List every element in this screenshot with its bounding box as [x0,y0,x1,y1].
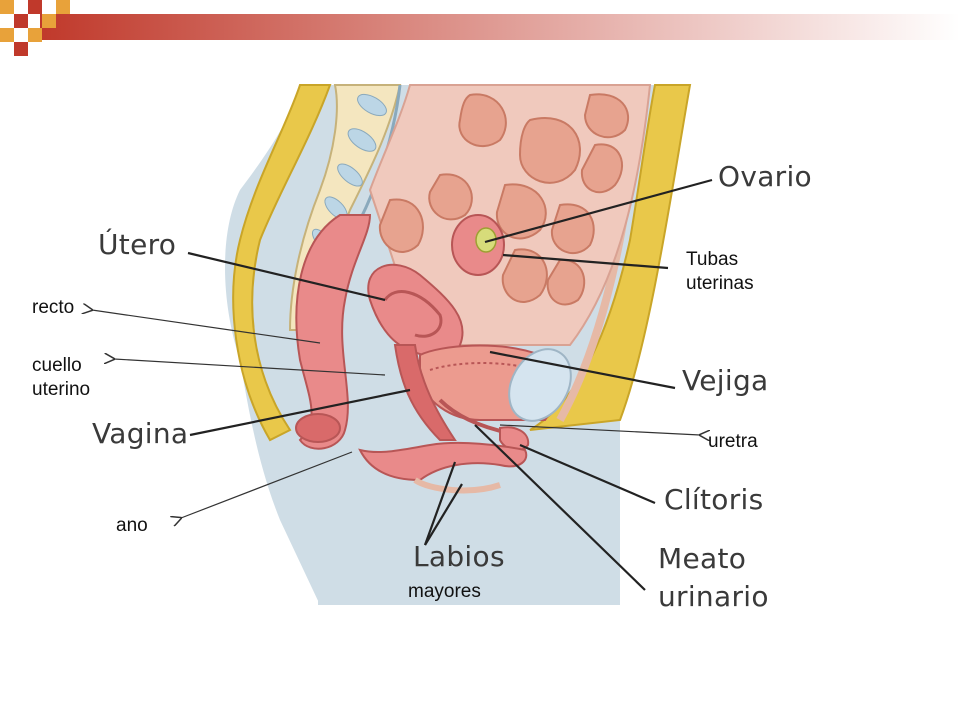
label-vagina: Vagina [92,417,189,450]
leader-utero [187,251,386,302]
label-cuello-uterino: cuello uterino [32,354,90,402]
arrow-ano [181,451,353,518]
label-ano: ano [116,515,148,536]
label-meato-line2: urinario [658,580,769,613]
arrow-recto [92,310,321,344]
uterus [367,263,464,358]
leader-labios-1 [423,461,457,546]
arrow-uretra [499,424,700,435]
label-uretra: uretra [708,431,758,452]
rectum [295,214,372,450]
arrow-cuello [114,359,386,376]
label-recto: recto [32,297,75,318]
label-meato: Meato urinario [658,540,769,616]
vagina [393,344,457,441]
label-tubas-line2: uterinas [686,273,754,294]
label-mayores: mayores [408,581,481,602]
pubic-bone [508,348,572,422]
leader-vagina [189,388,411,437]
label-labios: Labios [413,540,505,573]
label-tubas-uterinas: Tubas uterinas [686,248,754,296]
label-utero: Útero [98,228,177,261]
intestine-loop [458,93,507,147]
label-clitoris: Clítoris [664,483,764,516]
label-meato-line1: Meato [658,542,747,575]
leader-tubas [502,253,669,270]
leader-labios-2 [424,483,463,546]
label-cuello-line2: uterino [32,379,91,400]
leader-vejiga [489,350,676,390]
header-gradient-bar [40,14,960,40]
leader-clitoris [519,443,656,505]
label-ovario: Ovario [718,160,812,193]
label-vejiga: Vejiga [682,364,769,397]
label-tubas-line1: Tubas [686,249,739,270]
leader-ovario [484,178,713,244]
anus [295,413,341,443]
label-cuello-line1: cuello [32,355,82,376]
labia [358,441,528,482]
leader-meato [474,424,646,591]
back-fat [232,84,332,442]
slide-header-decoration [0,0,960,56]
